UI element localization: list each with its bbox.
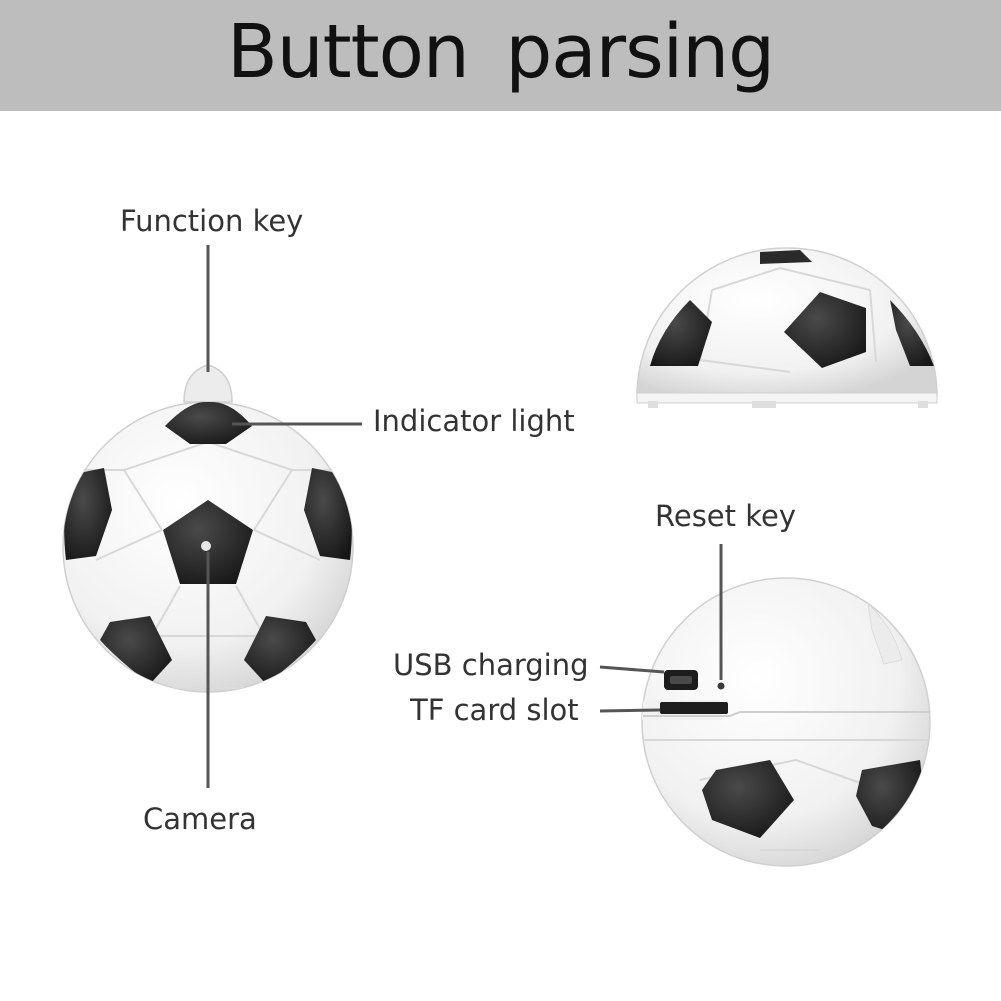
opened-ball-view	[641, 577, 931, 867]
label-camera: Camera	[143, 802, 257, 836]
label-tf-card-slot: TF card slot	[410, 693, 579, 727]
tf-card-slot	[660, 702, 728, 714]
leader-line-usb-charging	[599, 665, 665, 674]
label-usb-charging: USB charging	[393, 648, 589, 682]
front-view-ball	[62, 364, 354, 693]
indicator-light-patch	[165, 402, 252, 444]
label-indicator-light: Indicator light	[373, 404, 575, 438]
page-title: Button parsing	[226, 8, 775, 95]
label-function-key: Function key	[120, 204, 304, 238]
title-banner: Button parsing	[0, 0, 1001, 111]
camera-lens	[201, 541, 211, 551]
leader-line-tf-card-slot	[599, 708, 661, 713]
dome-half-view	[636, 247, 938, 408]
label-reset-key: Reset key	[655, 499, 796, 533]
reset-key-hole	[717, 682, 725, 690]
